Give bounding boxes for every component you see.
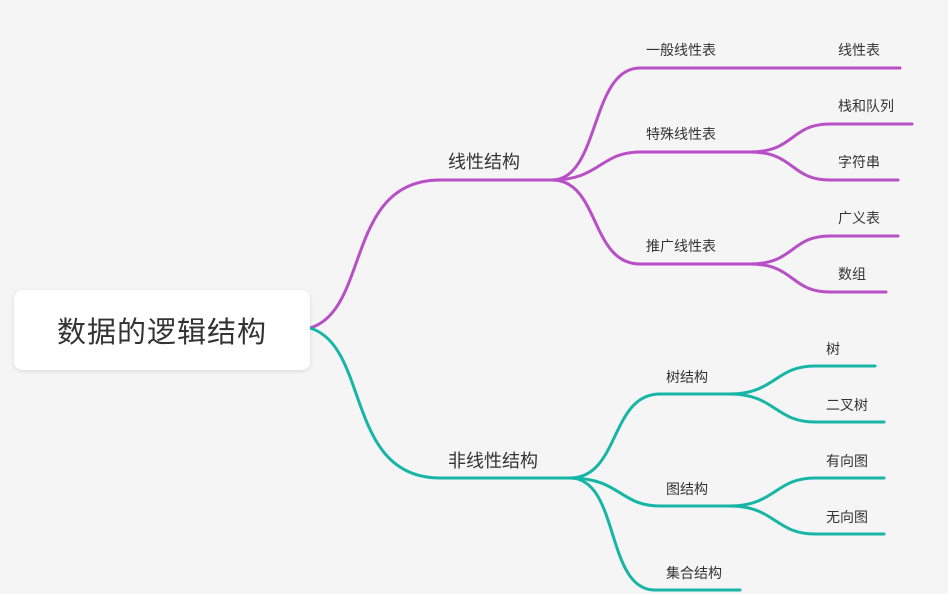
connector-root-linear bbox=[308, 178, 554, 330]
node-stack-and-queue[interactable]: 栈和队列 bbox=[838, 99, 894, 115]
connector-nonlinear-tree bbox=[568, 392, 732, 480]
connector-nonlinear-graph bbox=[568, 476, 732, 508]
connector-tree-tree bbox=[728, 364, 877, 396]
node-graph-structure[interactable]: 图结构 bbox=[666, 482, 708, 498]
connector-special-string bbox=[748, 150, 900, 182]
root-label: 数据的逻辑结构 bbox=[56, 315, 267, 349]
connector-extended-generallist bbox=[748, 234, 900, 266]
node-linear-structure[interactable]: 线性结构 bbox=[448, 152, 520, 173]
node-binary-tree[interactable]: 二叉树 bbox=[826, 398, 868, 414]
connector-graph-directed bbox=[728, 476, 886, 508]
node-directed-graph[interactable]: 有向图 bbox=[826, 454, 868, 470]
node-special-linear-list[interactable]: 特殊线性表 bbox=[646, 127, 716, 143]
connector-linear-extended bbox=[550, 178, 752, 266]
node-extended-linear-list[interactable]: 推广线性表 bbox=[646, 239, 716, 255]
node-tree[interactable]: 树 bbox=[826, 342, 840, 358]
node-string[interactable]: 字符串 bbox=[838, 155, 880, 171]
connector-extended-array bbox=[748, 262, 888, 294]
node-nonlinear-structure[interactable]: 非线性结构 bbox=[448, 451, 538, 472]
node-generalized-list[interactable]: 广义表 bbox=[838, 211, 880, 227]
connector-linear-special bbox=[550, 150, 752, 182]
connector-linear-general bbox=[550, 66, 742, 182]
linear-branch-lines bbox=[308, 66, 914, 330]
node-set-structure[interactable]: 集合结构 bbox=[666, 566, 722, 582]
connector-tree-binarytree bbox=[728, 392, 886, 424]
connector-graph-undirected bbox=[728, 504, 886, 536]
node-linear-list[interactable]: 线性表 bbox=[838, 43, 880, 59]
connector-special-stackqueue bbox=[748, 122, 914, 154]
nonlinear-branch-lines bbox=[308, 326, 886, 592]
connector-root-nonlinear bbox=[308, 326, 572, 480]
root-node[interactable]: 数据的逻辑结构 bbox=[14, 290, 310, 370]
node-tree-structure[interactable]: 树结构 bbox=[666, 370, 708, 386]
node-general-linear-list[interactable]: 一般线性表 bbox=[646, 43, 716, 59]
connector-nonlinear-set bbox=[568, 476, 742, 592]
node-array[interactable]: 数组 bbox=[838, 267, 866, 283]
node-undirected-graph[interactable]: 无向图 bbox=[826, 510, 868, 526]
